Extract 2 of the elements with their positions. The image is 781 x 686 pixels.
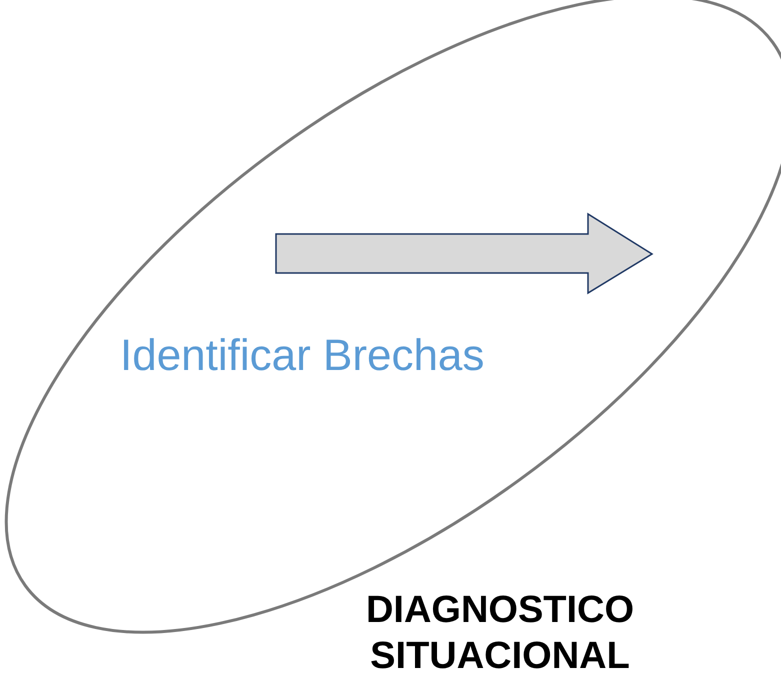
heading: DIAGNOSTICO SITUACIONAL [364, 588, 636, 679]
ellipse-label: Identificar Brechas [120, 330, 486, 382]
